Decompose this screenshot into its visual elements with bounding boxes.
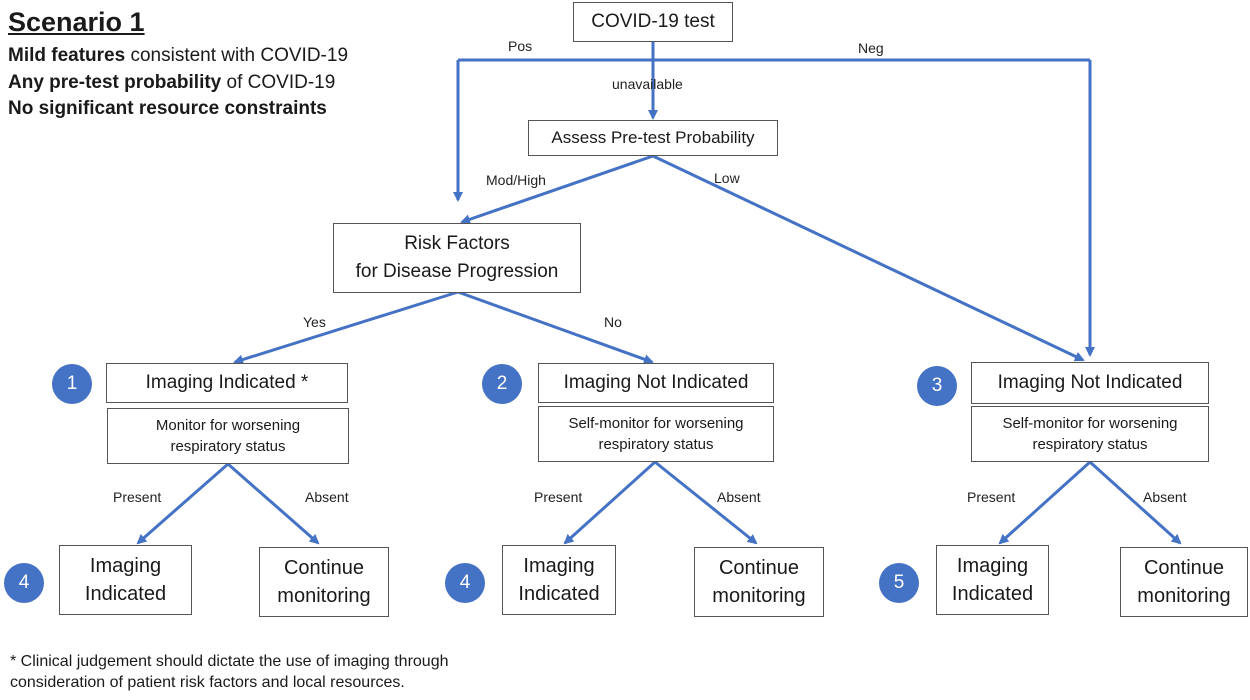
node-continue-monitoring-2-line-2: monitoring (712, 585, 806, 607)
footnote-line-2: consideration of patient risk factors an… (10, 673, 405, 691)
scenario-line-1: Mild features consistent with COVID-19 (8, 44, 348, 68)
node-monitor-line-2: respiratory status (170, 438, 286, 455)
node-imaging-indicated-3-line-2: Indicated (951, 583, 1034, 605)
scenario-line-3-bold: No significant resource constraints (8, 98, 327, 120)
scenario-line-2: Any pre-test probability of COVID-19 (8, 71, 348, 95)
arrow-yes (233, 290, 459, 365)
node-risk-factors-line-2: for Disease Progression (355, 261, 559, 282)
scenario-line-2-bold: Any pre-test probability (8, 71, 222, 93)
node-self-monitor-2: Self-monitor for worsening respiratory s… (538, 406, 774, 462)
node-imaging-indicated-2: Imaging Indicated (502, 545, 616, 615)
node-continue-monitoring-3-line-2: monitoring (1137, 585, 1231, 607)
node-risk-factors: Risk Factors for Disease Progression (333, 223, 581, 293)
node-imaging-not-indicated-3: Imaging Not Indicated (971, 362, 1209, 404)
badge-2: 2 (482, 364, 522, 404)
edge-label-present-2: Present (534, 489, 583, 505)
node-imaging-not-indicated-3-label: Imaging Not Indicated (997, 372, 1183, 393)
node-imaging-indicated-3: Imaging Indicated (936, 545, 1049, 615)
arrow-mod-high (460, 154, 654, 225)
badge-3: 3 (917, 366, 957, 406)
node-continue-monitoring-1-line-2: monitoring (277, 585, 371, 607)
edge-label-present-1: Present (113, 489, 162, 505)
arrow-absent-3 (1088, 460, 1182, 545)
node-assess-pretest-label: Assess Pre-test Probability (551, 128, 755, 147)
edge-label-no: No (604, 314, 622, 330)
scenario-title: Scenario 1 (8, 7, 145, 37)
node-imaging-indicated-3-line-1: Imaging (956, 555, 1029, 577)
arrow-absent-2 (654, 460, 758, 545)
footnote: * Clinical judgement should dictate the … (10, 652, 610, 694)
scenario-line-2-rest: of COVID-19 (221, 71, 336, 93)
edge-label-yes: Yes (303, 314, 326, 330)
node-self-monitor-2-line-2: respiratory status (598, 436, 714, 453)
scenario-line-3: No significant resource constraints (8, 97, 348, 121)
node-self-monitor-3-line-2: respiratory status (1032, 436, 1148, 453)
node-imaging-indicated-1: Imaging Indicated (59, 545, 192, 615)
node-imaging-indicated-star: Imaging Indicated * (106, 363, 348, 403)
badge-1: 1 (52, 364, 92, 404)
edge-label-low: Low (714, 170, 740, 186)
arrow-low (652, 154, 1085, 362)
node-monitor: Monitor for worsening respiratory status (107, 408, 349, 464)
edge-label-absent-3: Absent (1143, 489, 1187, 505)
edge-label-neg: Neg (858, 40, 884, 56)
node-self-monitor-3: Self-monitor for worsening respiratory s… (971, 406, 1209, 462)
scenario-line-1-rest: consistent with COVID-19 (125, 44, 349, 66)
badge-4-left: 4 (4, 563, 44, 603)
badge-5: 5 (879, 563, 919, 603)
arrow-present-2 (563, 460, 657, 545)
node-self-monitor-2-line-1: Self-monitor for worsening (568, 415, 744, 432)
node-continue-monitoring-2-line-1: Continue (718, 557, 800, 579)
scenario-line-1-bold: Mild features (8, 44, 126, 66)
arrow-absent-1 (227, 462, 320, 545)
node-assess-pretest: Assess Pre-test Probability (528, 120, 778, 156)
node-covid-test: COVID-19 test (573, 2, 733, 42)
arrow-no (457, 290, 654, 364)
node-continue-monitoring-1: Continue monitoring (259, 547, 389, 617)
arrow-present-1 (136, 462, 229, 545)
arrow-present-3 (998, 460, 1092, 545)
node-continue-monitoring-2: Continue monitoring (694, 547, 824, 617)
node-imaging-not-indicated-2-label: Imaging Not Indicated (563, 372, 749, 393)
node-self-monitor-3-line-1: Self-monitor for worsening (1002, 415, 1178, 432)
node-imaging-indicated-1-line-1: Imaging (89, 555, 162, 577)
node-continue-monitoring-3-line-1: Continue (1143, 557, 1225, 579)
scenario-header: Scenario 1 Mild features consistent with… (8, 6, 348, 124)
edge-label-absent-2: Absent (717, 489, 761, 505)
node-continue-monitoring-1-line-1: Continue (283, 557, 365, 579)
node-covid-test-label: COVID-19 test (591, 11, 715, 32)
node-imaging-indicated-2-line-2: Indicated (518, 583, 600, 605)
node-imaging-indicated-1-line-2: Indicated (84, 583, 167, 605)
footnote-line-1: * Clinical judgement should dictate the … (10, 653, 449, 670)
badge-4-middle: 4 (445, 563, 485, 603)
node-imaging-indicated-2-line-1: Imaging (523, 555, 595, 577)
node-continue-monitoring-3: Continue monitoring (1120, 547, 1248, 617)
edge-label-present-3: Present (967, 489, 1016, 505)
node-imaging-indicated-star-label: Imaging Indicated * (145, 372, 309, 393)
node-risk-factors-line-1: Risk Factors (404, 233, 510, 255)
edge-label-unavailable: unavailable (612, 76, 683, 92)
node-monitor-line-1: Monitor for worsening (155, 417, 301, 434)
node-imaging-not-indicated-2: Imaging Not Indicated (538, 363, 774, 403)
edge-label-pos: Pos (508, 38, 533, 54)
edge-label-mod-high: Mod/High (486, 172, 546, 188)
edge-label-absent-1: Absent (305, 489, 349, 505)
